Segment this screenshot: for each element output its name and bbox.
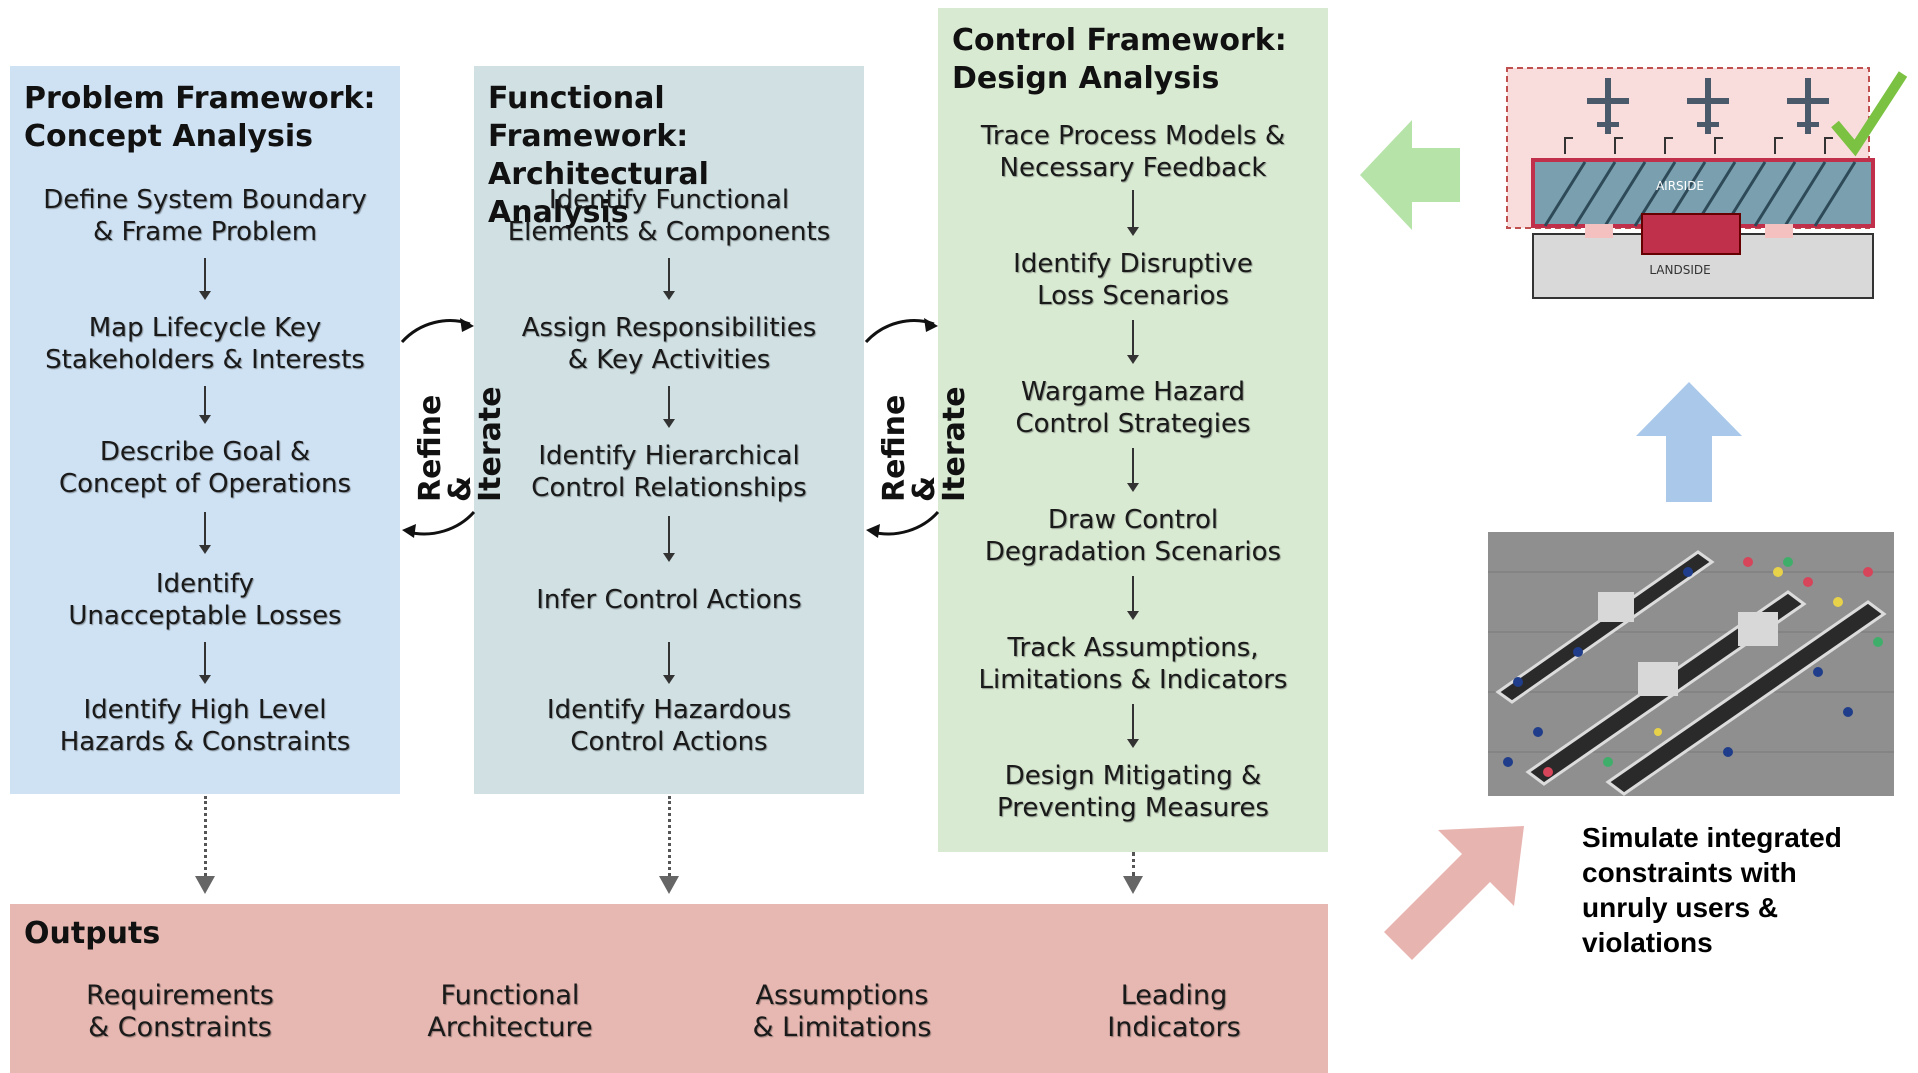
- airplane-icon: [1587, 78, 1829, 134]
- green-left-arrow: [1360, 120, 1460, 230]
- functional-step-5: Identify Hazardous Control Actions: [546, 695, 792, 757]
- output-assumptions: Assumptions & Limitations: [752, 980, 932, 1043]
- control-arrow-1: [1127, 190, 1139, 236]
- control-output-connector: [1132, 852, 1135, 876]
- control-step-3: Wargame Hazard Control Strategies: [1015, 377, 1251, 439]
- refine-loop-1: [400, 318, 476, 538]
- problem-step-4: Identify Unacceptable Losses: [68, 569, 342, 631]
- problem-step-5: Identify High Level Hazards & Constraint…: [59, 695, 351, 757]
- control-step-2: Identify Disruptive Loss Scenarios: [1013, 249, 1253, 311]
- functional-step-4: Infer Control Actions: [536, 585, 802, 615]
- control-arrow-3: [1127, 448, 1139, 492]
- functional-framework-panel: Functional Framework: Architectural Anal…: [474, 66, 864, 794]
- blue-up-arrow: [1636, 382, 1742, 502]
- control-arrow-4: [1127, 576, 1139, 620]
- airport-layout-map: AIRSIDE LANDSIDE: [1506, 67, 1908, 299]
- output-indicators: Leading Indicators: [1107, 980, 1241, 1043]
- functional-arrow-1: [663, 258, 675, 300]
- control-arrow-2: [1127, 320, 1139, 364]
- problem-arrow-3: [199, 512, 211, 554]
- functional-output-arrowhead: [659, 876, 679, 894]
- control-step-1: Trace Process Models & Necessary Feedbac…: [980, 121, 1286, 183]
- problem-framework-title: Problem Framework: Concept Analysis: [24, 81, 376, 154]
- functional-step-3: Identify Hierarchical Control Relationsh…: [531, 441, 807, 503]
- functional-output-connector: [668, 796, 671, 876]
- functional-step-2: Assign Responsibilities & Key Activities: [521, 313, 817, 375]
- problem-step-1: Define System Boundary & Frame Problem: [43, 185, 367, 247]
- refine-iterate-label-2: Refine & Iterate: [877, 386, 972, 502]
- functional-step-1: Identify Functional Elements & Component…: [507, 185, 831, 247]
- problem-step-2: Map Lifecycle Key Stakeholders & Interes…: [45, 313, 365, 375]
- control-step-4: Draw Control Degradation Scenarios: [984, 505, 1282, 567]
- output-architecture: Functional Architecture: [427, 980, 593, 1043]
- control-step-6: Design Mitigating & Preventing Measures: [997, 761, 1269, 823]
- control-step-5: Track Assumptions, Limitations & Indicat…: [978, 633, 1288, 695]
- problem-output-connector: [204, 796, 207, 876]
- functional-arrow-3: [663, 516, 675, 562]
- airside-label: AIRSIDE: [1656, 179, 1704, 193]
- problem-step-3: Describe Goal & Concept of Operations: [58, 437, 352, 499]
- outputs-panel: Outputs Requirements & Constraints Funct…: [10, 904, 1328, 1073]
- pink-diagonal-arrow: [1384, 826, 1524, 960]
- control-framework-title: Control Framework: Design Analysis: [952, 23, 1287, 96]
- refine-loop-2: [864, 318, 940, 538]
- control-output-arrowhead: [1123, 876, 1143, 894]
- problem-arrow-1: [199, 258, 211, 300]
- simulation-image: [1488, 532, 1894, 796]
- problem-arrow-2: [199, 386, 211, 424]
- outputs-title: Outputs: [24, 916, 161, 951]
- refine-iterate-label-1: Refine & Iterate: [413, 386, 508, 502]
- control-framework-panel: Control Framework: Design Analysis Trace…: [938, 8, 1328, 852]
- checkmark-icon: [1831, 71, 1908, 157]
- functional-framework-title: Functional Framework: Architectural Anal…: [488, 81, 709, 230]
- problem-output-arrowhead: [195, 876, 215, 894]
- control-arrow-5: [1127, 704, 1139, 748]
- output-requirements: Requirements & Constraints: [86, 980, 274, 1043]
- functional-arrow-4: [663, 642, 675, 684]
- landside-label: LANDSIDE: [1649, 263, 1710, 277]
- problem-arrow-4: [199, 642, 211, 684]
- problem-framework-panel: Problem Framework: Concept Analysis Defi…: [10, 66, 400, 794]
- simulation-caption: Simulate integrated constraints with unr…: [1582, 822, 1842, 958]
- functional-arrow-2: [663, 386, 675, 428]
